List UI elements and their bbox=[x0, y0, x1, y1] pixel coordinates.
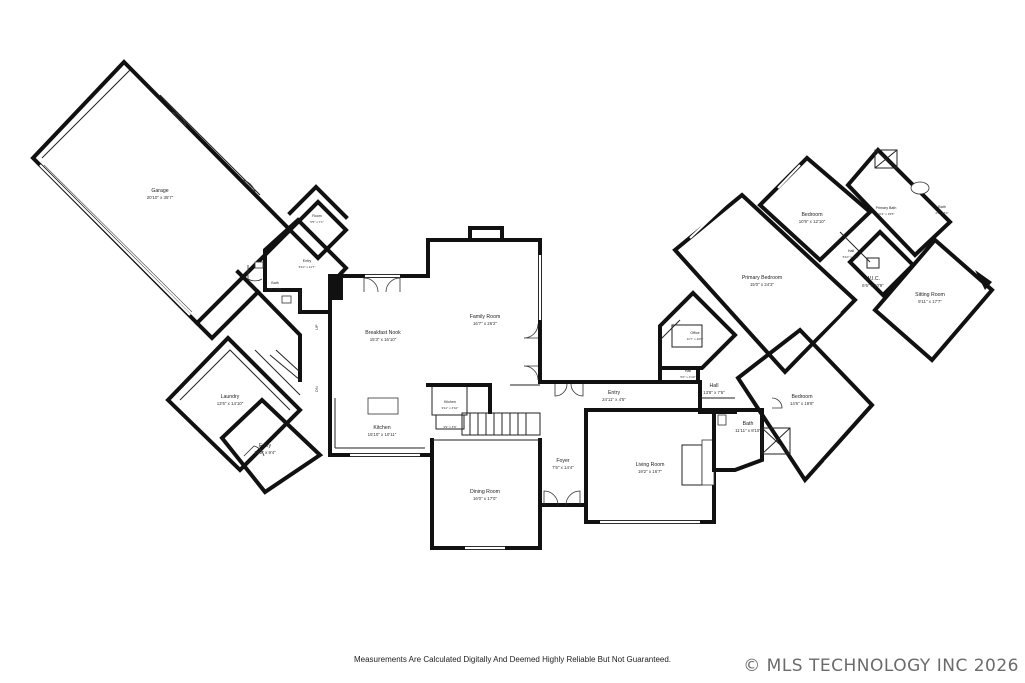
label-breakfast-nook: Breakfast Nook bbox=[365, 330, 401, 336]
svg-text:5'10" x 11'1": 5'10" x 11'1" bbox=[843, 255, 860, 259]
svg-text:20'10" x 35'7": 20'10" x 35'7" bbox=[147, 195, 174, 200]
label-entry-3: Entry bbox=[608, 390, 621, 396]
svg-text:14'6" x 18'8": 14'6" x 18'8" bbox=[790, 401, 815, 406]
label-room: Room bbox=[312, 214, 322, 218]
svg-text:15'0" x 24'3": 15'0" x 24'3" bbox=[750, 282, 775, 287]
label-bedroom-2: Bedroom bbox=[791, 394, 812, 400]
sink-icon bbox=[254, 261, 264, 269]
svg-text:9'11" x 3'10": 9'11" x 3'10" bbox=[442, 406, 459, 410]
svg-text:7'6" x 14'4": 7'6" x 14'4" bbox=[552, 465, 574, 470]
svg-text:15'3" x 16'10": 15'3" x 16'10" bbox=[370, 337, 397, 342]
label-sitting-room: Sitting Room bbox=[915, 292, 945, 298]
label-primary-bedroom: Primary Bedroom bbox=[742, 275, 782, 281]
svg-text:15'2" x 9'4": 15'2" x 9'4" bbox=[254, 450, 276, 455]
disclaimer-text: Measurements Are Calculated Digitally An… bbox=[353, 655, 672, 664]
label-hall-2: Hall bbox=[710, 383, 719, 389]
label-primary-bath: Primary Bath bbox=[876, 206, 897, 210]
label-garage: Garage bbox=[151, 188, 168, 194]
svg-text:16'7" x 26'2": 16'7" x 26'2" bbox=[473, 321, 498, 326]
label-entry-2: Entry bbox=[259, 443, 272, 449]
svg-text:10'9" x 12'10": 10'9" x 12'10" bbox=[799, 219, 826, 224]
label-hall-3: Hall bbox=[848, 249, 854, 253]
fireplace-icon bbox=[331, 278, 343, 300]
label-closet-dims: 4'9" x 3'6" bbox=[443, 425, 457, 429]
room-labels: Garage 20'10" x 35'7" Room 5'5" x 7'1" E… bbox=[147, 188, 949, 501]
label-hall-small: Hall bbox=[685, 369, 691, 373]
svg-text:11'11" x 8'10": 11'11" x 8'10" bbox=[735, 428, 761, 433]
garage-wing bbox=[30, 59, 293, 341]
stair-label-up: UP bbox=[314, 324, 319, 330]
svg-text:13'5" x 14'10": 13'5" x 14'10" bbox=[217, 401, 244, 406]
room-small-outline bbox=[287, 199, 349, 261]
svg-text:10'4" x 15'5": 10'4" x 15'5" bbox=[878, 212, 895, 216]
svg-text:13'8" x 7'6": 13'8" x 7'6" bbox=[703, 390, 725, 395]
label-bath-3: Bath bbox=[743, 421, 754, 427]
svg-text:15'10" x 10'11": 15'10" x 10'11" bbox=[368, 432, 397, 437]
label-kitchenette: Kitchen bbox=[444, 400, 456, 404]
label-wic: W.I.C. bbox=[866, 276, 880, 282]
svg-text:6'6" x 10'9": 6'6" x 10'9" bbox=[862, 283, 884, 288]
svg-text:4'9" x 6'1": 4'9" x 6'1" bbox=[935, 211, 949, 215]
label-dining-room: Dining Room bbox=[470, 489, 500, 495]
bathtub-icon bbox=[910, 181, 930, 195]
label-laundry: Laundry bbox=[221, 394, 240, 400]
right-wing bbox=[658, 147, 995, 484]
svg-text:24'11" x 4'5": 24'11" x 4'5" bbox=[602, 397, 626, 402]
svg-text:11'7" x 10'0": 11'7" x 10'0" bbox=[687, 337, 704, 341]
label-living-room: Living Room bbox=[636, 462, 665, 468]
svg-text:16'0" x 17'0": 16'0" x 17'0" bbox=[473, 496, 498, 501]
center-block bbox=[328, 226, 716, 550]
svg-text:5'5" x 7'1": 5'5" x 7'1" bbox=[310, 220, 324, 224]
label-family-room: Family Room bbox=[470, 314, 501, 320]
label-office: Office bbox=[690, 331, 699, 335]
svg-text:5'0" x 4'10": 5'0" x 4'10" bbox=[680, 375, 695, 379]
label-kitchen: Kitchen bbox=[373, 425, 390, 431]
toilet-icon bbox=[281, 295, 292, 304]
label-foyer: Foyer bbox=[556, 458, 570, 464]
label-bath-1: Bath bbox=[271, 281, 278, 285]
svg-text:5'10" x 11'7": 5'10" x 11'7" bbox=[299, 265, 316, 269]
label-bath-2: Bath bbox=[938, 205, 945, 209]
svg-text:19'2" x 16'7": 19'2" x 16'7" bbox=[638, 469, 663, 474]
copyright-watermark: © MLS TECHNOLOGY INC 2026 bbox=[743, 656, 1019, 676]
svg-text:5'9" x 9'9": 5'9" x 9'9" bbox=[268, 287, 282, 291]
fireplace-icon bbox=[975, 270, 992, 290]
laundry-wing bbox=[165, 289, 324, 495]
label-bedroom-1: Bedroom bbox=[801, 212, 822, 218]
svg-text:9'11" x 17'7": 9'11" x 17'7" bbox=[918, 299, 942, 304]
label-entry-1: Entry bbox=[303, 259, 312, 263]
stair-label-dn: DN bbox=[314, 386, 319, 392]
